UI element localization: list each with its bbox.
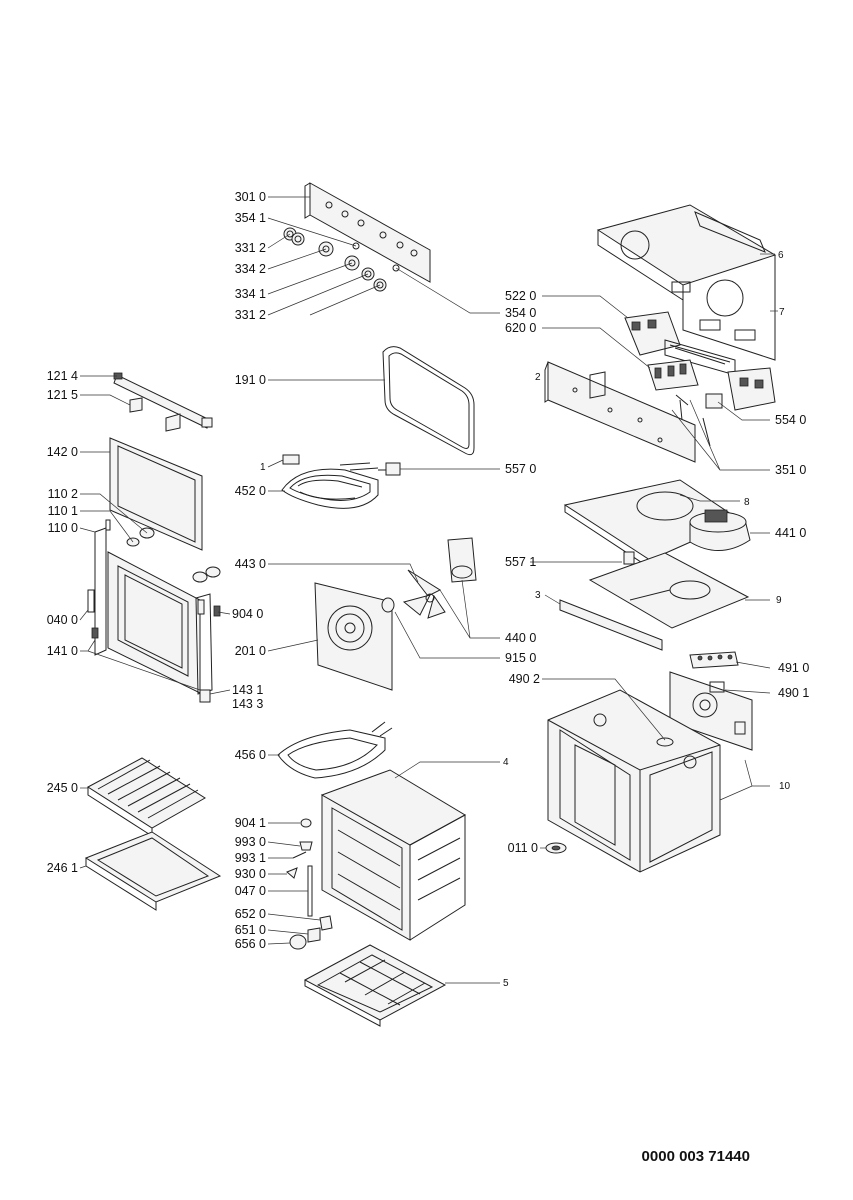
label-110-0: 110 0 [47,521,78,535]
top-heating-element [281,454,401,509]
label-011-0: 011 0 [507,841,538,855]
label-6: 6 [778,250,784,261]
fan-nut [381,597,395,613]
label-993-1: 993 1 [234,851,266,865]
label-656-0: 656 0 [234,937,266,951]
label-490-1: 490 1 [778,686,810,700]
fan-motor [447,537,477,583]
label-334-1: 334 1 [234,287,266,301]
electronic-module [624,311,776,411]
label-331-2-lower: 331 2 [234,308,266,322]
label-930-0: 930 0 [234,867,266,881]
label-143-1: 143 1 [232,683,264,697]
label-110-2: 110 2 [47,487,78,501]
label-904-0: 904 0 [232,607,264,621]
label-351-0: 351 0 [775,463,807,477]
label-5: 5 [503,978,509,989]
door-frame [87,519,221,703]
wire-shelf [87,757,206,837]
label-4: 4 [503,757,509,768]
cooling-fan [689,509,751,551]
back-panel [559,551,750,651]
label-440-0: 440 0 [505,631,537,645]
label-557-1: 557 1 [505,555,537,569]
document-number: 0000 003 71440 [641,1148,750,1165]
thermostat-bulb [656,737,674,747]
label-652-0: 652 0 [234,907,266,921]
label-245-0: 245 0 [46,781,78,795]
label-354-1: 354 1 [234,211,266,225]
label-331-2-upper: 331 2 [234,241,266,255]
label-491-0: 491 0 [778,661,810,675]
label-2: 2 [535,372,541,383]
label-557-0: 557 0 [505,462,537,476]
door-top-rail [113,372,213,432]
oven-housing [547,689,721,873]
label-121-4: 121 4 [46,369,78,383]
label-246-1: 246 1 [46,861,78,875]
label-452-0: 452 0 [234,484,266,498]
door-seal [382,346,475,456]
bottom-panel [303,944,447,1027]
label-554-0: 554 0 [775,413,807,427]
label-040-0: 040 0 [46,613,78,627]
label-456-0: 456 0 [234,748,266,762]
small-parts [286,818,333,950]
bottom-heating-element [277,721,393,779]
terminal-block [689,651,739,669]
label-141-0: 141 0 [46,644,78,658]
label-441-0: 441 0 [775,526,807,540]
label-191-0: 191 0 [234,373,266,387]
top-cooling-frame [596,204,777,361]
label-443-0: 443 0 [234,557,266,571]
label-915-0: 915 0 [505,651,537,665]
label-993-0: 993 0 [234,835,266,849]
door-inner-glass [109,437,203,551]
label-334-2: 334 2 [234,262,266,276]
label-8: 8 [744,497,750,508]
label-522-0: 522 0 [505,289,537,303]
label-110-1: 110 1 [47,504,78,518]
label-651-0: 651 0 [234,923,266,937]
rear-fan-cover [314,582,393,691]
label-301-0: 301 0 [234,190,266,204]
label-904-1: 904 1 [234,816,266,830]
label-143-3: 143 3 [232,697,264,711]
label-201-0: 201 0 [234,644,266,658]
fan-blade [402,569,446,619]
leader-lines [79,196,778,984]
baking-tray [84,831,222,911]
label-10: 10 [779,781,791,792]
control-knobs [283,227,400,292]
label-9: 9 [776,595,782,606]
rear-cover [669,671,753,751]
front-profile [544,361,711,463]
label-047-0: 047 0 [234,884,266,898]
door-discs [126,527,221,583]
label-7: 7 [779,307,785,318]
label-354-0: 354 0 [505,306,537,320]
foot [545,842,567,854]
label-142-0: 142 0 [46,445,78,459]
label-1: 1 [260,462,266,473]
label-121-5: 121 5 [46,388,78,402]
control-panel [304,182,431,283]
label-620-0: 620 0 [505,321,537,335]
label-490-2: 490 2 [508,672,540,686]
label-3: 3 [535,590,541,601]
oven-cavity [320,769,467,941]
